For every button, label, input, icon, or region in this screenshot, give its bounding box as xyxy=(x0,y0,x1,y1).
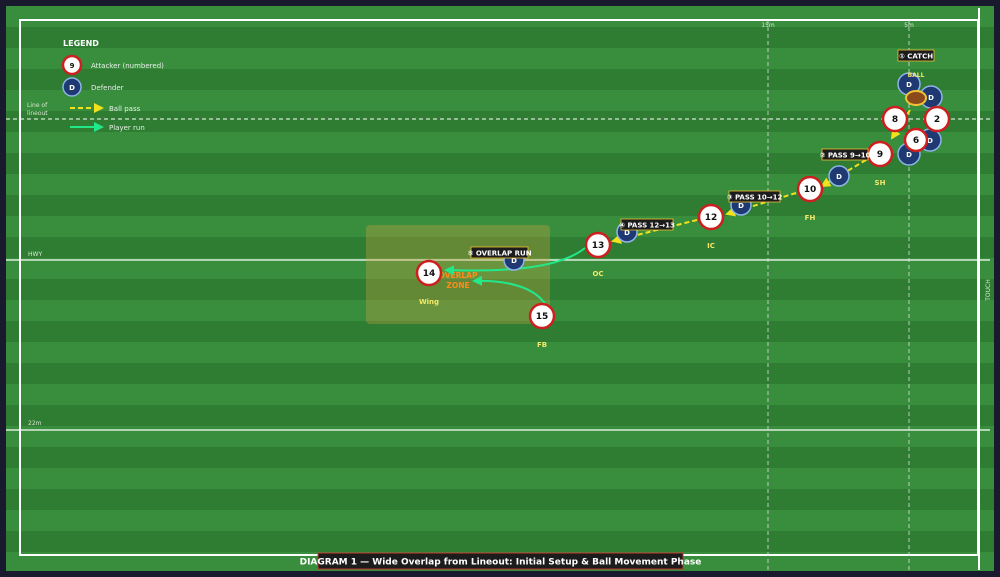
line-of-lineout-label-1: Line of xyxy=(27,102,48,109)
ball-label: BALL xyxy=(908,72,925,79)
attacker-14: 14 Wing xyxy=(415,259,443,306)
grass-stripe xyxy=(6,27,994,48)
overlap-zone-label-1: OVERLAP xyxy=(439,271,478,280)
svg-text:⑤ OVERLAP RUN: ⑤ OVERLAP RUN xyxy=(467,250,531,258)
grass-stripe xyxy=(6,510,994,531)
attackers: 2 6 8 9 SH 10 FH 12 IC 13 OC xyxy=(415,105,951,349)
legend-attacker-sample: 9 xyxy=(70,62,75,70)
position-label-fh: FH xyxy=(805,214,816,222)
svg-text:14: 14 xyxy=(423,269,436,279)
svg-text:③ PASS 10→12: ③ PASS 10→12 xyxy=(727,194,783,202)
svg-text:D: D xyxy=(836,173,842,181)
grass-stripe xyxy=(6,489,994,510)
grass-stripe xyxy=(6,90,994,111)
hwy-label: HWY xyxy=(28,251,42,258)
legend-attacker-label: Attacker (numbered) xyxy=(91,62,164,70)
legend-defender-label: Defender xyxy=(91,84,124,92)
grass-stripe xyxy=(6,447,994,468)
grass-stripe xyxy=(6,216,994,237)
tag-catch: ① CATCH xyxy=(897,49,935,62)
grass-stripe xyxy=(6,195,994,216)
svg-text:2: 2 xyxy=(934,115,940,125)
grass-stripe xyxy=(6,384,994,405)
legend-defender-marker xyxy=(62,77,82,97)
attacker-13: 13 OC xyxy=(584,231,612,278)
touch-label: TOUCH xyxy=(985,279,992,301)
position-label-sh: SH xyxy=(875,179,886,187)
22m-label: 22m xyxy=(28,420,42,427)
svg-text:D: D xyxy=(906,151,912,159)
svg-text:15: 15 xyxy=(536,312,549,322)
svg-text:④ PASS 12→13: ④ PASS 12→13 xyxy=(619,222,675,230)
15m-label: 15m xyxy=(761,22,775,29)
tag-pass-10-12: ③ PASS 10→12 xyxy=(727,190,783,203)
grass-stripe xyxy=(6,279,994,300)
position-label-fb: FB xyxy=(537,341,547,349)
svg-text:② PASS 9→10: ② PASS 9→10 xyxy=(820,152,871,160)
svg-text:10: 10 xyxy=(804,185,817,195)
legend-pass-label: Ball pass xyxy=(109,105,141,113)
tag-pass-9-10: ② PASS 9→10 xyxy=(820,148,871,161)
diagram-caption: DIAGRAM 1 — Wide Overlap from Lineout: I… xyxy=(300,552,702,570)
grass-stripe xyxy=(6,174,994,195)
grass-stripes xyxy=(6,6,994,571)
overlap-zone-label-2: ZONE xyxy=(446,281,469,290)
grass-stripe xyxy=(6,153,994,174)
ball-icon xyxy=(905,90,927,106)
attacker-10: 10 FH xyxy=(796,175,824,222)
svg-text:13: 13 xyxy=(592,241,605,251)
ball: BALL xyxy=(905,72,927,106)
legend-run-label: Player run xyxy=(109,124,145,132)
grass-stripe xyxy=(6,363,994,384)
svg-text:D: D xyxy=(738,202,744,210)
grass-stripe xyxy=(6,531,994,552)
grass-stripe xyxy=(6,342,994,363)
attacker-12: 12 IC xyxy=(697,203,725,250)
svg-text:9: 9 xyxy=(877,150,883,160)
svg-text:6: 6 xyxy=(913,136,919,146)
caption-text: DIAGRAM 1 — Wide Overlap from Lineout: I… xyxy=(300,558,702,568)
attacker-2: 2 xyxy=(923,105,951,133)
grass-stripe xyxy=(6,69,994,90)
svg-text:12: 12 xyxy=(705,213,718,223)
grass-stripe xyxy=(6,258,994,279)
grass-stripe xyxy=(6,132,994,153)
grass-stripe xyxy=(6,48,994,69)
5m-label: 5m xyxy=(904,22,914,29)
grass-stripe xyxy=(6,468,994,489)
tag-overlap-run: ⑤ OVERLAP RUN xyxy=(467,246,532,259)
grass-stripe xyxy=(6,6,994,27)
legend-defender-sample: D xyxy=(69,84,75,92)
grass-stripe xyxy=(6,300,994,321)
attacker-8: 8 xyxy=(881,105,909,133)
defender-marker: D xyxy=(828,165,850,187)
svg-text:D: D xyxy=(927,137,933,145)
svg-text:D: D xyxy=(624,229,630,237)
svg-text:D: D xyxy=(928,94,934,102)
tag-pass-12-13: ④ PASS 12→13 xyxy=(619,218,675,231)
run-arrow-15 xyxy=(472,275,547,306)
position-label-ic: IC xyxy=(707,242,715,250)
attacker-15: 15 FB xyxy=(528,302,556,349)
position-label-oc: OC xyxy=(592,270,603,278)
annotations: ① CATCH ② PASS 9→10 ③ PASS 10→12 ④ PASS … xyxy=(467,49,935,259)
svg-text:① CATCH: ① CATCH xyxy=(899,53,933,61)
svg-text:D: D xyxy=(906,81,912,89)
position-label-wing: Wing xyxy=(419,298,439,306)
grass-stripe xyxy=(6,405,994,426)
svg-text:D: D xyxy=(511,257,517,265)
run-arrow-13-14 xyxy=(444,247,586,276)
legend: LEGEND 9 Attacker (numbered) D Defender … xyxy=(61,39,164,132)
grass-stripe xyxy=(6,426,994,447)
line-of-lineout-label-2: lineout xyxy=(27,110,48,117)
legend-title: LEGEND xyxy=(63,39,99,48)
run-arrows xyxy=(444,247,586,306)
legend-attacker-marker xyxy=(61,54,83,76)
grass-stripe xyxy=(6,111,994,132)
grass-stripe xyxy=(6,321,994,342)
attacker-6: 6 xyxy=(903,127,929,153)
svg-text:8: 8 xyxy=(892,115,898,125)
